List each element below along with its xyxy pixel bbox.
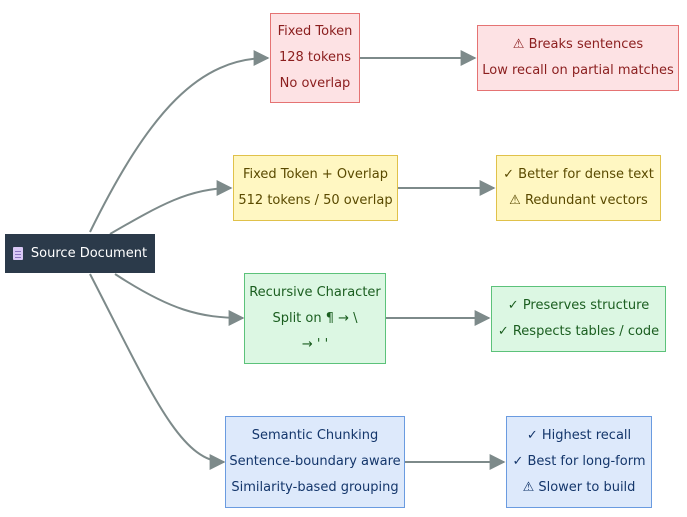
fixed-token-overlap-result-node: ✓ Better for dense text ⚠ Redundant vect… [496,155,661,221]
node-line: Split on ¶ → \ [272,310,358,326]
node-line: No overlap [279,76,351,91]
fixed-token-overlap-node: Fixed Token + Overlap 512 tokens / 50 ov… [233,155,398,221]
fixed-token-result-node: ⚠ Breaks sentences Low recall on partial… [477,25,679,91]
node-line: Fixed Token + Overlap [242,167,389,182]
result-line: ⚠ Redundant vectors [509,193,648,208]
recursive-character-node: Recursive Character Split on ¶ → \ → ' ' [244,273,386,364]
result-line: Low recall on partial matches [482,63,674,78]
semantic-chunking-result-node: ✓ Highest recall ✓ Best for long-form ⚠ … [506,416,652,508]
node-line: Sentence-boundary aware [229,454,401,469]
edge-source-to-semantic-chunking [89,273,226,470]
node-line: 128 tokens [278,50,352,65]
fixed-token-node: Fixed Token 128 tokens No overlap [270,13,360,103]
result-line: ✓ Best for long-form [512,454,646,469]
node-line: Semantic Chunking [251,428,379,443]
node-line: → ' ' [301,336,329,352]
source-document-label: Source Document [30,245,148,261]
edge-source-to-fixed-token-overlap [109,180,233,235]
result-line: ✓ Highest recall [526,428,632,443]
result-line: ✓ Respects tables / code [497,324,660,339]
result-line: ⚠ Slower to build [522,480,636,495]
node-line: Recursive Character [249,284,381,300]
node-line: Similarity-based grouping [231,480,399,495]
edge-source-to-recursive-character [114,273,245,326]
source-document-node: Source Document [5,234,155,273]
result-line: ⚠ Breaks sentences [512,37,644,52]
node-line: 512 tokens / 50 overlap [238,193,393,208]
recursive-character-result-node: ✓ Preserves structure ✓ Respects tables … [491,286,666,352]
edge-source-to-fixed-token [89,50,270,233]
node-line: Fixed Token [277,24,353,39]
document-icon [12,247,23,260]
semantic-chunking-node: Semantic Chunking Sentence-boundary awar… [225,416,405,508]
result-line: ✓ Better for dense text [503,167,654,182]
result-line: ✓ Preserves structure [507,298,650,313]
